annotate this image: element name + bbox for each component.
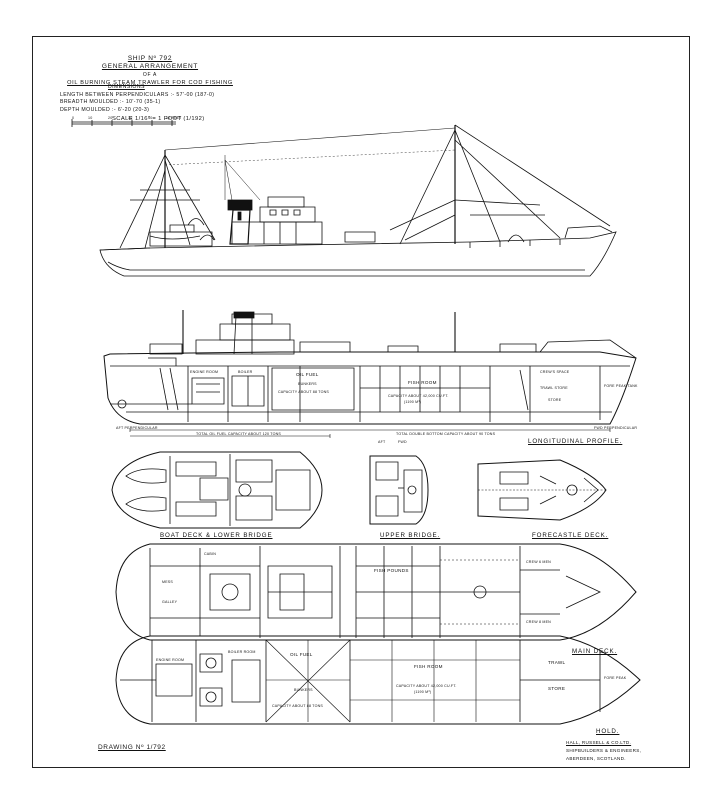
upper-bridge-plan <box>370 456 428 524</box>
profile-aft-mark: AFT <box>378 440 386 444</box>
title-block: SHIP Nº 792 GENERAL ARRANGEMENT OF A OIL… <box>60 55 240 87</box>
hold-bunkers: BUNKERS <box>294 688 313 692</box>
sheet-border <box>32 36 690 768</box>
builder-line-3: ABERDEEN, SCOTLAND. <box>566 756 626 761</box>
hold-trawl: TRAWL <box>548 660 566 665</box>
drawing-number: DRAWING Nº 1/792 <box>98 744 166 751</box>
boat-deck-plan <box>112 452 322 528</box>
builder-line-1: HALL, RUSSELL & CO.LTD. <box>566 740 632 745</box>
dimensions-label: DIMENSIONS <box>108 84 145 90</box>
breadth-line: BREADTH MOULDED :- 10'-70 (35-1) <box>60 99 161 105</box>
profile-bunkers: BUNKERS <box>298 382 317 386</box>
profile-fwd-perp: FWD PERPENDICULAR <box>594 426 638 430</box>
main-deck-crew-b: CREW 8 MEN <box>526 620 551 624</box>
dimensions-block: DIMENSIONS LENGTH BETWEEN PERPENDICULARS… <box>60 84 260 124</box>
hold-boiler-room: BOILER ROOM <box>228 650 256 654</box>
hold-fish-room: FISH ROOM <box>414 664 443 669</box>
profile-crew-space: CREW'S SPACE <box>540 370 570 374</box>
title-of: OF A <box>142 72 158 78</box>
profile-trawl-store: TRAWL STORE <box>540 386 568 390</box>
profile-engine-room: ENGINE ROOM <box>190 370 219 374</box>
view-title-upper-bridge: UPPER BRIDGE. <box>380 532 441 539</box>
builder-line-2: SHIPBUILDERS & ENGINEERS, <box>566 748 642 753</box>
main-deck-galley: GALLEY <box>162 600 178 604</box>
outboard-elevation <box>100 125 616 276</box>
profile-total-fuel: TOTAL OIL FUEL CAPACITY ABOUT 120 TONS <box>196 432 282 436</box>
profile-bunker-capacity: CAPACITY ABOUT 88 TONS <box>278 390 330 394</box>
view-title-longitudinal: LONGITUDINAL PROFILE. <box>528 438 623 445</box>
profile-capacity: CAPACITY ABOUT 42,000 CU.FT. <box>388 394 449 398</box>
view-title-boat-deck: BOAT DECK & LOWER BRIDGE <box>160 532 273 539</box>
hold-fish-metric: (1190 M³) <box>414 690 432 694</box>
forecastle-deck-plan <box>478 460 606 520</box>
main-deck-fish-pounds: FISH POUNDS <box>374 568 409 573</box>
scale-tick-30: 30 <box>128 116 133 120</box>
profile-aft-perp: AFT PERPENDICULAR <box>116 426 158 430</box>
hold-engine-room: ENGINE ROOM <box>156 658 185 662</box>
scale-tick-50: 50 FEET <box>166 116 182 120</box>
profile-oil-fuel: OIL FUEL <box>296 372 319 377</box>
profile-store: STORE <box>548 398 562 402</box>
hold-oil-fuel: OIL FUEL <box>290 652 313 657</box>
profile-double-bottom: TOTAL DOUBLE BOTTOM CAPACITY ABOUT 90 TO… <box>396 432 496 436</box>
profile-fore-peak: FORE PEAK TANK <box>604 384 638 388</box>
scale-tick-10: 10 <box>88 116 93 120</box>
scale-tick-0: 0 <box>72 116 75 120</box>
ship-number: SHIP Nº 792 <box>127 55 173 62</box>
vessel-description: OIL BURNING STEAM TRAWLER FOR COD FISHIN… <box>67 80 233 86</box>
profile-capacity-metric: (1190 M³) <box>404 400 422 404</box>
scale-tick-40: 40 <box>148 116 153 120</box>
view-title-forecastle: FORECASTLE DECK. <box>532 532 609 539</box>
profile-fwd-mark: FWD <box>398 440 407 444</box>
main-deck-crew-a: CREW 6 MEN <box>526 560 551 564</box>
profile-boiler: BOILER <box>238 370 253 374</box>
hold-fore-peak: FORE PEAK <box>604 676 627 680</box>
longitudinal-profile <box>104 310 636 438</box>
hold-store: STORE <box>548 686 566 691</box>
length-line: LENGTH BETWEEN PERPENDICULARS :- 57'-00 … <box>60 91 215 98</box>
hold-capacity: CAPACITY ABOUT 88 TONS <box>272 704 324 708</box>
main-deck-cabin: CABIN <box>204 552 216 556</box>
scale-tick-20: 20 <box>108 116 113 120</box>
hold-fish-capacity: CAPACITY ABOUT 42,000 CU.FT. <box>396 684 457 688</box>
profile-fish-room: FISH ROOM <box>408 380 437 385</box>
hold-plan <box>116 636 640 724</box>
main-deck-mess: MESS <box>162 580 173 584</box>
scale-line: SCALE 1/16" = 1 FOOT (1/192) <box>112 116 205 122</box>
view-title-main-deck: MAIN DECK. <box>572 648 618 655</box>
drawing-heading: GENERAL ARRANGEMENT <box>101 63 199 70</box>
depth-line: DEPTH MOULDED :- 6'-20 (20-3) <box>60 106 150 113</box>
scale-bar <box>72 119 176 127</box>
view-title-hold: HOLD. <box>596 728 620 735</box>
main-deck-plan <box>116 544 636 640</box>
